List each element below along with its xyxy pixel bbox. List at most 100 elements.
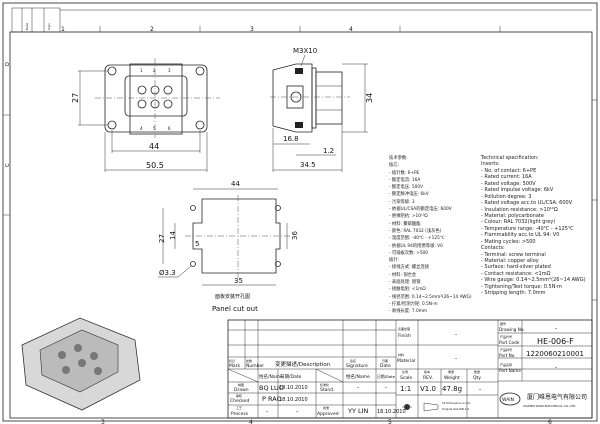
scale-value: 1:1 <box>400 385 411 393</box>
weight-label: Weight <box>444 375 460 381</box>
spec-en-line: - Rated voltage acc.to UL/CSA: 600V <box>481 200 573 207</box>
spec-cn-line: 插针: <box>389 258 400 264</box>
spec-en-line: - Flammability acc.to UL 94: V0 <box>481 232 560 239</box>
projection-symbol-icon <box>402 402 439 412</box>
date-cn-label: 日期 <box>382 358 388 363</box>
spec-en-line: - Temperature range: -40℃ - +125℃ <box>481 225 574 232</box>
spec-cn-line: - 线径范围: 0.14~2.5mm²(26~14 AWG) <box>389 294 472 300</box>
stand-cn-label: 标准化 <box>320 382 329 387</box>
spec-cn-line: 插芯: <box>389 163 400 169</box>
zone-top-3: 3 <box>250 26 254 33</box>
dim-side-height: 34 <box>365 93 374 103</box>
qty-label: Qty. <box>473 375 482 381</box>
dim-cutout-top: 44 <box>231 180 240 188</box>
part-code-label: Part Code <box>499 340 520 345</box>
zone-top-4: 4 <box>349 26 353 33</box>
spec-cn-line: - 接线方式: 螺丝连接 <box>389 265 430 271</box>
date-label: Date <box>380 363 391 369</box>
material-label: Material <box>397 358 415 364</box>
cutout-caption-en: Panel cut out <box>212 305 258 313</box>
spec-en-line: Technical specification: <box>481 155 539 161</box>
spec-en-line: - Tightening/Test torque: 0.5N·m <box>481 283 562 290</box>
name-header-2: 姓名/Name <box>346 373 370 380</box>
drawing-no-cn-label: 图号 <box>500 321 506 326</box>
rev-value: V1.0 <box>420 385 436 393</box>
number-label: Number <box>246 363 264 369</box>
spec-cn-line: 技术参数: <box>389 156 408 161</box>
rev-cn-label: 版本 <box>424 369 430 374</box>
spec-en-line: - Mating cycles: >500 <box>481 238 536 245</box>
spec-en-line: Inserts: <box>481 161 500 168</box>
mark-label: Mark <box>229 363 240 369</box>
zone-top-1: 1 <box>61 26 65 33</box>
approved-label: Approved <box>317 411 339 417</box>
company-name-cn: 厦门唯恩电气有限公司 <box>527 393 587 401</box>
spec-list-cn: 技术参数: 插芯: - 插针数: 6+PE - 额定电流: 16A - 额定电压… <box>389 155 472 316</box>
zone-bottom-6: 6 <box>548 419 552 424</box>
part-code-cn-label: 产品代号 <box>500 334 512 339</box>
material-value: - <box>455 355 457 362</box>
spec-cn-line: - 依据UL/CSA的额定电压: 600V <box>389 207 452 213</box>
part-no-cn-label: 产品料号 <box>500 347 512 352</box>
pin-label-5: 5 <box>153 126 156 131</box>
spec-cn-line: - 颜色: RAL 7032 (浅灰色) <box>389 228 442 234</box>
signature-label: Signature <box>346 363 368 369</box>
finish-cn-label: 表面处理 <box>398 326 410 331</box>
zone-left-d: D <box>5 62 11 66</box>
signature-cn-label: 签名 <box>350 358 356 363</box>
title-block-grid <box>227 319 593 419</box>
company-name-en: XIAMEN WAIN ELECTRICAL CO.,LTD <box>523 404 576 408</box>
drawn-cn-label: 制图 <box>238 382 244 387</box>
corner-sign-label: Sign <box>47 23 51 30</box>
part-name-cn-label: 产品名称 <box>500 362 512 367</box>
spec-en-line: - Rated current: 16A <box>481 174 532 181</box>
process-cn-label: 工艺 <box>236 405 242 410</box>
spec-en-line: - Material: copper alloy <box>481 258 539 264</box>
drawn-label: Drawn <box>234 387 249 393</box>
zone-left-c: C <box>5 163 11 167</box>
description-label: 变更描述/Description <box>275 360 331 368</box>
approved-name: YY LIN <box>347 407 369 415</box>
spec-en-line: - Material: polycarbonate <box>481 212 544 219</box>
pin-label-3: 3 <box>168 68 171 73</box>
logo-text: WAIN <box>502 397 514 403</box>
spec-list-en: Technical specification: Inserts: - No. … <box>481 155 586 297</box>
checked-label: Checked <box>230 398 249 404</box>
front-view: 1 2 3 4 5 6 27 44 50.5 <box>71 58 220 172</box>
spec-en-line: - Pollution degree: 3 <box>481 193 532 200</box>
spec-en-line: - Insulation resistance: >10¹⁰Ω <box>481 206 558 213</box>
spec-cn-line: - 拧紧/检测力矩: 0.5N·m <box>389 301 438 307</box>
original-size-note: Original Size DIN A 4 <box>442 407 469 411</box>
dim-cutout-slot: 14 <box>169 231 177 240</box>
hole-diameter-label: Ø3.3 <box>159 269 176 277</box>
corner-date-label: Date <box>25 23 29 30</box>
pin-label-2: 2 <box>153 68 156 73</box>
spec-cn-line: - 污染等级: 3 <box>389 199 415 205</box>
scale-label: Scale <box>400 375 412 381</box>
spec-cn-line: - 材料: 聚碳酸酯 <box>389 221 421 227</box>
dim-cutout-right: 36 <box>291 231 299 240</box>
spec-cn-line: - 额定脉冲电压: 6kV <box>389 192 429 198</box>
spec-en-line: Contacts: <box>481 245 505 252</box>
rev-label: REV. <box>423 375 433 381</box>
spec-en-line: - Wire gauge: 0.14~2.5mm²(26~14 AWG) <box>481 277 586 284</box>
stand-date: - <box>385 384 387 391</box>
spec-en-line: - Surface: hard-silver plated <box>481 264 551 271</box>
weight-cn-label: 重量 <box>448 369 454 374</box>
dim-cutout-hole-spacing: 27 <box>158 234 166 243</box>
dim-cutout-bottom: 35 <box>234 277 243 285</box>
finish-label: Finish <box>398 333 411 339</box>
stand-label: Stand. <box>320 387 335 393</box>
drawn-date: 18.10.2010 <box>279 385 308 391</box>
spec-cn-line: - 接触电阻: <1mΩ <box>389 287 426 293</box>
spec-cn-line: - 材料: 铜合金 <box>389 272 417 278</box>
dimensions-note: All Dimensions in mm <box>442 401 471 405</box>
spec-cn-line: - 依据UL 94的阻燃等级: V0 <box>389 243 443 249</box>
name-header: 姓名/Name <box>259 373 283 380</box>
drawing-no-label: Drawing No. <box>499 327 525 332</box>
date-header: 日期/Date <box>280 374 302 380</box>
drawing-no-value: - <box>555 325 557 332</box>
checked-cn-label: 审核 <box>236 393 242 398</box>
